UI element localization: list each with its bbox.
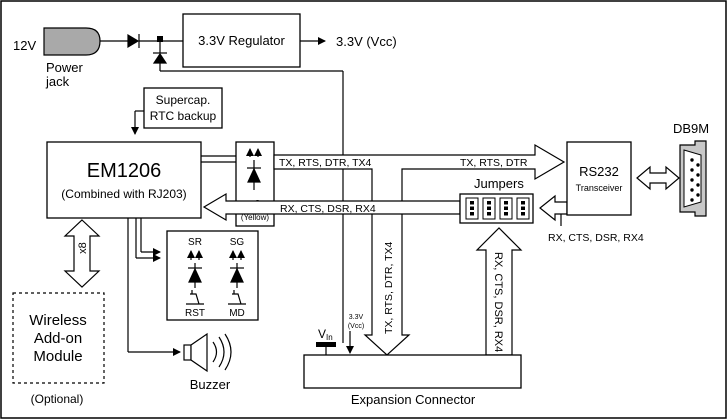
wireless-module: Wireless Add-on Module (Optional) [12, 292, 105, 406]
buffer-led-icon [247, 160, 261, 190]
wireless-label-line3: Module [33, 348, 82, 365]
rs232-subtitle: Transceiver [576, 183, 623, 193]
em1206-block: EM1206 (Combined with RJ203) [46, 141, 202, 219]
wireless-bus-arrow [63, 219, 101, 288]
buzzer-block: Buzzer [127, 218, 232, 392]
power-jack-label-line2: jack [45, 74, 70, 89]
wireless-optional-note: (Optional) [31, 392, 84, 406]
power-jack-label-line1: Power [46, 60, 84, 75]
tx-signal-label-rs232: TX, RTS, DTR [460, 157, 528, 169]
expansion-box [303, 354, 522, 389]
input-diode-icon [127, 33, 140, 49]
status-led-block: SR SG RST MD [135, 218, 259, 321]
led-rays-icon [246, 148, 262, 157]
rs232-db9-arrow [636, 165, 680, 191]
supercap-label-line1: Supercap. [156, 93, 211, 107]
supercap-label-line2: RTC backup [150, 109, 217, 123]
supercap-box [143, 87, 223, 129]
wireless-label-line2: Add-on [34, 330, 82, 347]
vcc-label-line1: 3.3V [349, 314, 364, 321]
buzzer-icon [183, 332, 232, 373]
led-sg-icon [229, 250, 245, 288]
vin-pin [316, 342, 336, 347]
vcc-label-line2: (Vcc) [348, 323, 364, 330]
led-sr-label: SR [188, 237, 202, 248]
rx-signal-label-upper: RX, CTS, DSR, RX4 [280, 203, 376, 215]
button-md-label: MD [229, 308, 245, 319]
tx-signal-label-upper: TX, RTS, DTR, TX4 [279, 157, 372, 169]
regulator-output-label: 3.3V (Vcc) [336, 34, 397, 49]
led-sg-label: SG [230, 237, 245, 248]
led-sr-icon [187, 250, 203, 288]
button-rst-label: RST [185, 308, 205, 319]
wireless-bus-label: x8 [77, 242, 89, 254]
rs232-block: RS232 Transceiver [566, 141, 632, 216]
status-led-box [166, 230, 259, 321]
expansion-connector: Expansion Connector VIn 3.3V (Vcc) [303, 314, 522, 407]
em1206-subtitle: (Combined with RJ203) [61, 187, 186, 201]
expansion-label: Expansion Connector [351, 392, 476, 407]
buffer-color-note: (Yellow) [241, 213, 269, 222]
backfeed-diode-icon [152, 52, 168, 64]
buzzer-label: Buzzer [190, 377, 231, 392]
rx-bus-arrow [202, 192, 461, 222]
button-rst-icon [186, 290, 204, 305]
wireless-box [12, 292, 105, 384]
button-md-icon [228, 290, 246, 305]
rs232-rx-arrow [539, 194, 568, 222]
wireless-label-line1: Wireless [29, 312, 87, 329]
regulator-label: 3.3V Regulator [198, 33, 285, 48]
rx-signal-label-rs232: RX, CTS, DSR, RX4 [548, 232, 644, 244]
power-input-label: 12V [13, 38, 36, 53]
em1206-box [46, 141, 202, 219]
regulator-box [182, 13, 301, 68]
db9-connector: DB9M [673, 121, 709, 217]
db9-label: DB9M [673, 121, 709, 136]
jumpers-label: Jumpers [474, 176, 524, 191]
rx-signal-label-vertical: RX, CTS, DSR, RX4 [492, 252, 504, 352]
power-jack-icon [43, 27, 101, 56]
tx-signal-label-vertical: TX, RTS, DTR, TX4 [383, 241, 395, 334]
tx-bus-arrow [273, 143, 566, 356]
rx-bus-vertical-arrow [475, 227, 523, 356]
junction-dot [157, 36, 163, 42]
power-section: 12V Power jack 3.3V Regulator 3.3V (Vcc) [13, 13, 397, 89]
rs232-box [566, 141, 632, 216]
vin-label: VIn [318, 327, 333, 342]
jumpers-block: Jumpers [459, 176, 534, 224]
rs232-title: RS232 [579, 164, 619, 179]
supercap-section: Supercap. RTC backup [131, 87, 223, 135]
em1206-title: EM1206 [87, 160, 162, 182]
